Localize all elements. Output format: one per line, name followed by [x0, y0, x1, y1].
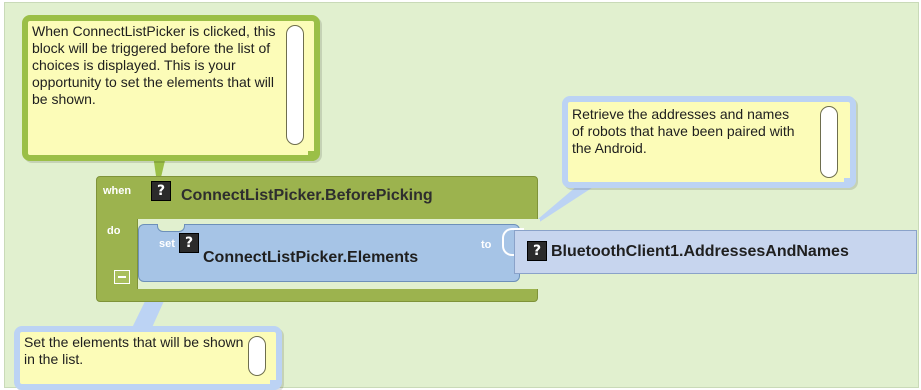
get-help-icon[interactable]: ?: [527, 241, 547, 261]
comment-bubble-bottom[interactable]: Set the elements that will be shown in t…: [14, 326, 282, 390]
comment-resize-handle-top[interactable]: [308, 151, 320, 161]
set-block-notch: [157, 224, 185, 232]
comment-text-right[interactable]: Retrieve the addresses and names of robo…: [572, 106, 795, 156]
set-label: set: [159, 238, 175, 250]
get-block-addresses-and-names[interactable]: ? BluetoothClient1.AddressesAndNames: [514, 230, 917, 274]
comment-bubble-top[interactable]: When ConnectListPicker is clicked, this …: [22, 15, 320, 161]
comment-text-top[interactable]: When ConnectListPicker is clicked, this …: [32, 23, 276, 107]
event-help-icon[interactable]: ?: [151, 181, 171, 201]
set-block-title: ConnectListPicker.Elements: [203, 249, 419, 266]
value-socket: [502, 228, 524, 256]
do-label: do: [107, 225, 121, 237]
comment-scrollbar-top[interactable]: [286, 25, 304, 145]
when-label: when: [103, 185, 132, 197]
comment-resize-handle-bottom[interactable]: [270, 380, 282, 390]
to-label: to: [481, 239, 492, 251]
comment-bubble-right[interactable]: Retrieve the addresses and names of robo…: [562, 96, 856, 188]
comment-scrollbar-right[interactable]: [820, 106, 838, 178]
get-block-title: BluetoothClient1.AddressesAndNames: [551, 243, 849, 260]
event-block-title: ConnectListPicker.BeforePicking: [181, 187, 433, 204]
comment-scrollbar-bottom[interactable]: [248, 336, 266, 376]
collapse-minus-icon[interactable]: [114, 270, 130, 284]
set-block-elements[interactable]: set ? ConnectListPicker.Elements to: [138, 224, 520, 282]
comment-resize-handle-right[interactable]: [844, 178, 856, 188]
set-help-icon[interactable]: ?: [179, 233, 199, 253]
comment-text-bottom[interactable]: Set the elements that will be shown in t…: [24, 334, 244, 367]
